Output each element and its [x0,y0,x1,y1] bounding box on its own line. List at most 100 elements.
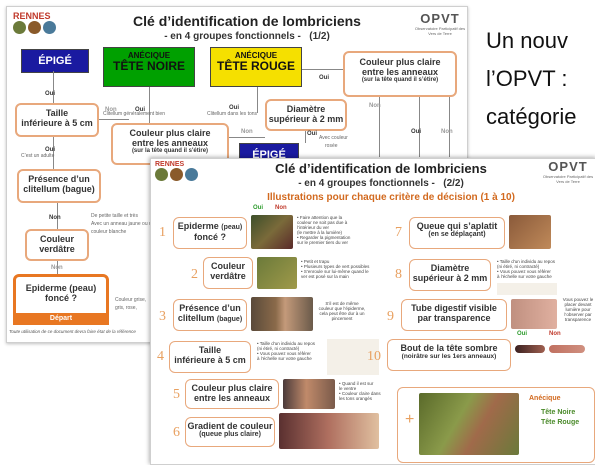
label-non: Non [369,103,381,109]
connector-line [302,69,343,70]
connector-line [305,131,306,143]
label-non: Non [275,205,287,211]
criterion-number: 9 [387,309,394,324]
plus-icon: + [405,411,415,428]
category-anecique-tete-rouge: ANÉCIQUE TÊTE ROUGE [210,47,302,87]
logo-circle-icon [28,21,41,34]
label-non: Non [241,129,253,135]
logo-circle-icon [155,168,168,181]
note-clitellum: Clitellum généralement bien [103,111,165,117]
worm-photo [511,299,557,329]
partner-logos: RENNES [155,161,255,181]
opvt-logo: OPVT Observatoire Participatif des Vers … [414,11,466,36]
page-number: (2/2) [443,178,464,189]
rennes-logo: RENNES [13,11,51,21]
connector-line [257,87,258,113]
connector-line [57,203,58,229]
criterion-number: 1 [159,225,166,240]
criterion-8-notes: • Taille d’un individu au repos(ni étiré… [497,259,556,279]
page-subtitle: - en 4 groupes fonctionnels - (2/2) [298,178,464,189]
criterion-10-bout-tete[interactable]: Bout de la tête sombre(noirâtre sur les … [387,339,511,371]
page-title: Clé d’identification de lombriciens [133,13,361,29]
criterion-number: 10 [367,349,381,364]
label-oui: Oui [45,91,55,97]
criterion-6-gradient[interactable]: Gradient de couleur(queue plus claire) [185,417,275,447]
logo-circle-icon [185,168,198,181]
worm-photo [257,257,297,289]
logo-circle-icon [13,21,26,34]
criterion-number: 4 [157,349,164,364]
note-adulte: C’est un adulte [21,153,55,159]
page-number: (1/2) [309,31,330,42]
note-verdatre-2: Avec un anneau jaune ou une [91,221,158,227]
label-oui: Oui [135,107,145,113]
connector-line [149,87,150,123]
label-non: Non [105,107,117,113]
note-rosee: rosée [325,143,338,149]
label-non: Non [441,129,453,135]
worm-photo [509,215,551,249]
logo-circle-icon [43,21,56,34]
criterion-7-queue[interactable]: Queue qui s’aplatit(en se déplaçant) [409,217,505,249]
criterion-2-notes: • Petit et trapu• Plusieurs types de ver… [301,259,370,279]
start-label: Départ [13,313,109,325]
criterion-number: 8 [395,267,402,282]
criterion-1-epiderme[interactable]: Epiderme (peau) foncé ? [173,217,247,249]
scale-ruler [327,339,379,375]
note-verdatre-3: couleur blanche [91,229,127,235]
scale-ruler [497,283,557,295]
identification-key-page-2[interactable]: RENNES Clé d’identification de lombricie… [150,158,595,465]
connector-line [449,97,450,157]
criterion-number: 3 [159,309,166,324]
rennes-logo: RENNES [155,161,185,168]
criterion-number: 2 [191,267,198,282]
note-grise-2: gris, rose, [115,305,137,311]
worm-photo [251,297,313,331]
observatoire-name: Observatoire Participatif des Vers de Te… [414,26,466,36]
slide-line-1: Un nouv [486,28,568,53]
criterion-number: 5 [173,387,180,402]
label-oui: Oui [517,331,527,337]
footer-note: Toute utilisation de ce document devra f… [9,329,136,334]
note-verdatre: De petite taille et très [91,213,138,219]
worm-photo [419,393,519,455]
opvt-logo: OPVT Observatoire Participatif des Vers … [542,159,594,184]
label-oui: Oui [45,147,55,153]
label-oui: Oui [411,129,421,135]
connector-line [57,261,58,274]
note-avec-couleur: Avec couleur [319,135,348,141]
observatoire-name: Observatoire Participatif des Vers de Te… [542,174,594,184]
slide-line-3: catégorie [486,104,577,129]
partner-logos: RENNES [13,11,103,41]
criterion-3-clitellum[interactable]: Présence d’un clitellum (bague) [173,299,247,331]
worm-photo [283,379,335,409]
legend-tete-rouge: Tête Rouge [541,419,580,426]
slide-line-2: l’OPVT : [486,66,568,91]
legend-anecique: Anécique [529,395,561,402]
worm-photo [279,413,379,449]
criterion-number: 7 [395,225,402,240]
note-grise: Couleur grise, [115,297,147,303]
connector-line [99,119,129,120]
page-subtitle: - en 4 groupes fonctionnels - (1/2) [164,31,330,42]
category-anecique-tete-noire: ANÉCIQUE TÊTE NOIRE [103,47,195,87]
page-title: Clé d’identification de lombriciens [275,161,487,176]
connector-line [229,137,265,138]
label-oui: Oui [307,131,317,137]
label-oui: Oui [229,105,239,111]
label-oui: Oui [253,205,263,211]
